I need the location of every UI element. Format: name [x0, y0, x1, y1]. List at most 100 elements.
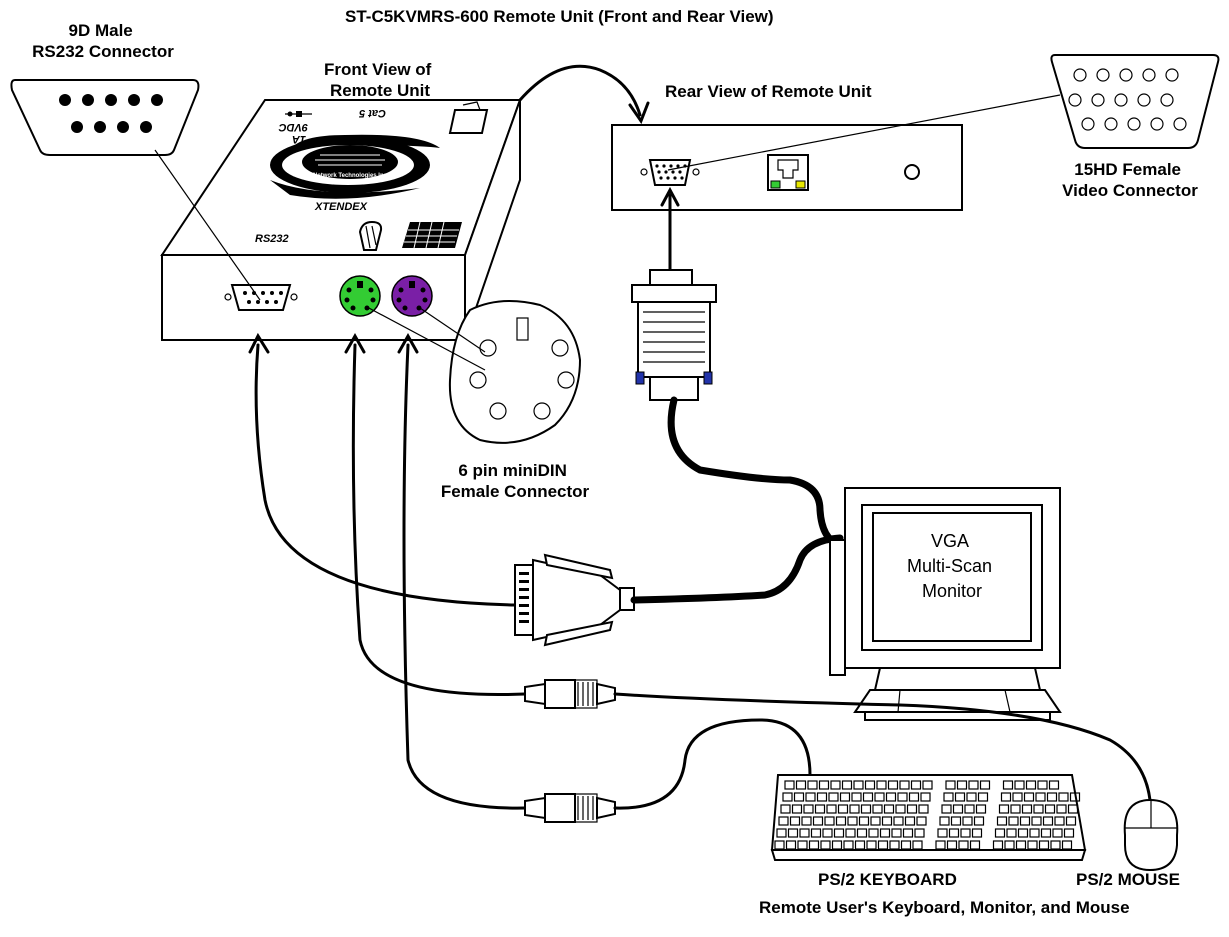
keyboard-key-icon — [845, 828, 856, 838]
keyboard-key-icon — [954, 792, 966, 802]
keyboard-key-icon — [945, 780, 956, 790]
company-label: Network Technologies Inc — [313, 173, 388, 179]
keyboard-key-icon — [1023, 792, 1035, 802]
vga-plug-icon — [631, 269, 717, 401]
keyboard-port-icon — [339, 275, 381, 317]
vga-port-icon — [640, 159, 700, 186]
keyboard-key-icon — [964, 804, 975, 814]
keyboard-key-icon — [946, 840, 958, 850]
keyboard-key-icon — [872, 804, 883, 814]
monitor-signal-cable — [630, 534, 844, 604]
keyboard-key-icon — [1025, 780, 1037, 790]
keyboard-key-icon — [1031, 816, 1042, 826]
keyboard-key-icon — [937, 828, 948, 838]
keyboard-key-icon — [1002, 780, 1014, 790]
mouse-cable — [613, 692, 1152, 802]
keyboard-key-icon — [816, 792, 828, 802]
keyboard-key-icon — [968, 780, 979, 790]
rs232-pointer-line — [154, 149, 261, 301]
keyboard-key-icon — [920, 792, 931, 802]
rs232-connector-label: 9D Male RS232 Connector — [32, 21, 174, 61]
db15-plug-icon — [514, 553, 635, 647]
keyboard-key-icon — [1054, 816, 1065, 826]
ps2-keyboard-icon — [770, 774, 1087, 861]
keyboard-key-icon — [860, 804, 872, 814]
keyboard-key-icon — [793, 792, 805, 802]
keyboard-key-icon — [941, 804, 952, 814]
keyboard-key-icon — [805, 792, 816, 802]
mouse-port-icon — [391, 275, 433, 317]
keyboard-key-icon — [908, 792, 920, 802]
keyboard-key-icon — [868, 828, 879, 838]
keyboard-key-icon — [971, 828, 983, 838]
rj45-top-icon — [448, 101, 489, 134]
keyboard-key-icon — [899, 780, 910, 790]
keyboard-key-icon — [851, 792, 862, 802]
keyboard-key-icon — [874, 792, 885, 802]
keyboard-icon-small — [402, 221, 462, 249]
keyboard-key-icon — [996, 816, 1008, 826]
keyboard-key-icon — [787, 828, 799, 838]
keyboard-key-icon — [922, 780, 933, 790]
keyboard-key-icon — [877, 840, 889, 850]
keyboard-key-icon — [887, 780, 899, 790]
keyboard-key-icon — [1033, 804, 1044, 814]
keyboard-key-icon — [1038, 840, 1050, 850]
keyboard-key-icon — [885, 792, 897, 802]
keyboard-key-icon — [1050, 840, 1061, 850]
keyboard-key-icon — [870, 816, 881, 826]
diagram-title: ST-C5KVMRS-600 Remote Unit (Front and Re… — [345, 7, 774, 26]
keyboard-key-icon — [910, 780, 922, 790]
front-view-label: Front View of Remote Unit — [324, 60, 436, 100]
keyboard-key-icon — [818, 780, 830, 790]
keyboard-key-icon — [979, 780, 991, 790]
keyboard-key-icon — [879, 828, 891, 838]
keyboard-key-icon — [849, 804, 860, 814]
keyboard-key-icon — [1006, 828, 1017, 838]
keyboard-key-icon — [797, 840, 808, 850]
keyboard-key-icon — [853, 780, 864, 790]
minidin-connector-icon — [448, 300, 582, 444]
keyboard-key-icon — [784, 780, 795, 790]
front-to-rear-arrow — [518, 64, 650, 125]
mouse-icon-small — [358, 220, 383, 251]
mouse-label: PS/2 MOUSE — [1076, 870, 1180, 889]
keyboard-key-icon — [1069, 792, 1081, 802]
keyboard-key-icon — [916, 816, 927, 826]
keyboard-key-icon — [1008, 816, 1019, 826]
keyboard-key-icon — [814, 804, 826, 814]
keyboard-key-icon — [866, 840, 877, 850]
keyboard-key-icon — [1027, 840, 1038, 850]
keyboard-key-icon — [1017, 828, 1029, 838]
minidin-label: 6 pin miniDIN Female Connector — [441, 461, 590, 501]
keyboard-key-icon — [1042, 816, 1054, 826]
cat5-label: Cat 5 — [358, 107, 386, 119]
keyboard-key-icon — [883, 804, 895, 814]
keyboard-key-icon — [998, 804, 1010, 814]
keyboard-key-icon — [1000, 792, 1012, 802]
ps2-plug-keyboard-cable-icon — [524, 679, 616, 709]
keyboard-key-icon — [952, 804, 964, 814]
keyboard-key-icon — [1037, 780, 1048, 790]
keyboard-cable — [613, 718, 812, 810]
keyboard-key-icon — [994, 828, 1006, 838]
keyboard-key-icon — [810, 828, 822, 838]
keyboard-key-icon — [1065, 816, 1077, 826]
keyboard-key-icon — [864, 780, 876, 790]
power-rating-label: 9VDC — [278, 121, 308, 133]
keyboard-key-icon — [891, 828, 902, 838]
vga-cable — [667, 396, 844, 549]
keyboard-key-icon — [958, 840, 969, 850]
vga-cable-arrow — [660, 186, 680, 277]
power-jack-rear-icon — [904, 164, 920, 180]
keyboard-key-icon — [789, 816, 801, 826]
keyboard-key-icon — [1048, 780, 1060, 790]
keyboard-key-icon — [977, 792, 989, 802]
keyboard-key-icon — [1046, 792, 1058, 802]
keyboard-key-icon — [826, 804, 837, 814]
keyboard-key-icon — [914, 828, 925, 838]
brand-label: XTENDEX — [314, 201, 368, 213]
rs232-cable — [248, 332, 517, 607]
keyboard-key-icon — [939, 816, 950, 826]
keyboard-key-icon — [935, 840, 946, 850]
